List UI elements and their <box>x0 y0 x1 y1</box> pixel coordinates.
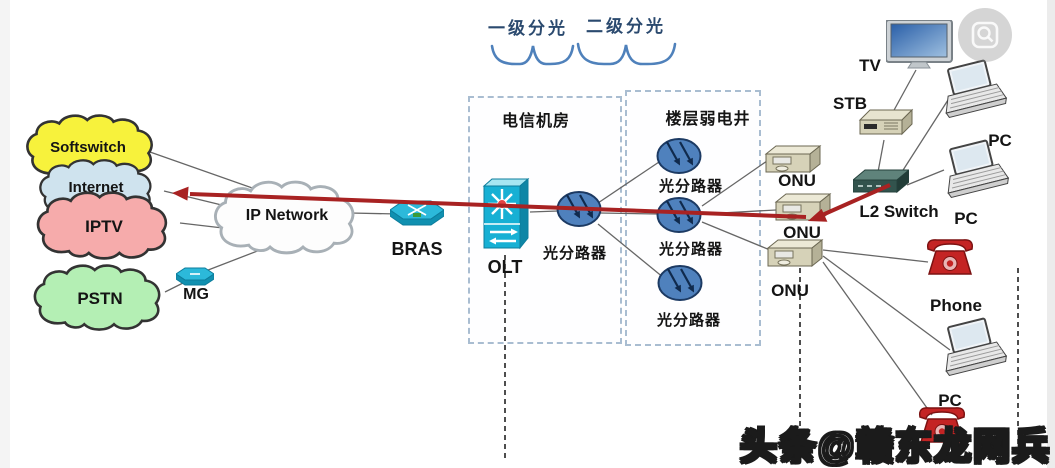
pc1-device <box>932 54 1015 130</box>
splitter-level2b <box>656 196 704 239</box>
level1-brace <box>490 44 575 66</box>
tv-icon <box>885 19 953 69</box>
onu3-device <box>766 238 824 273</box>
left-edge-strip <box>0 0 10 468</box>
internet-label: Internet <box>68 179 124 196</box>
splitter-level2a <box>656 137 704 180</box>
optical-splitter-icon <box>556 191 602 227</box>
olt-icon <box>482 177 530 250</box>
pc3-device <box>932 312 1015 388</box>
stb-icon <box>858 108 914 136</box>
onu3-label: ONU <box>771 281 809 300</box>
optical-splitter-icon <box>656 138 702 174</box>
level2-brace <box>576 42 677 66</box>
tv-device <box>885 19 956 77</box>
splitter-level2c-label: 光分路器 <box>656 312 722 329</box>
laptop-icon <box>947 139 1010 199</box>
phone-icon <box>926 239 974 275</box>
l2-switch-device <box>851 168 911 203</box>
stb-label: STB <box>833 94 867 113</box>
splitter-level2b-label: 光分路器 <box>658 241 724 258</box>
pstn-cloud <box>25 263 175 338</box>
toutiao-watermark: 头条@赣东龙网兵 <box>739 425 1052 468</box>
image-preview-button[interactable] <box>958 8 1012 62</box>
l2-switch-icon <box>851 168 911 194</box>
pc1-label: PC <box>988 131 1012 150</box>
cloud-shape <box>33 264 161 331</box>
laptop-icon <box>945 59 1008 119</box>
onu1-device <box>764 144 822 179</box>
tv-label: TV <box>859 56 881 75</box>
onu-icon <box>764 144 822 174</box>
bras-label: BRAS <box>391 239 443 259</box>
pc3-label: PC <box>938 391 962 410</box>
phone1-device <box>924 236 976 283</box>
splitter-level2c <box>657 264 705 307</box>
onu2-label: ONU <box>783 223 821 242</box>
onu-icon <box>766 238 824 268</box>
bras-router <box>389 196 445 233</box>
pc2-label: PC <box>954 209 978 228</box>
pc2-device <box>934 134 1017 210</box>
bras-router-icon <box>389 200 445 226</box>
l2-switch-label: L2 Switch <box>859 202 939 221</box>
phone1-label: Phone <box>930 296 982 315</box>
level2-split-label: 二级分光 <box>586 17 666 36</box>
iptv-label: IPTV <box>85 217 123 236</box>
floor-well-label: 楼层弱电井 <box>665 111 751 128</box>
telecom-room-label: 电信机房 <box>501 113 571 130</box>
magnifier-icon <box>971 21 999 49</box>
pstn-label: PSTN <box>77 289 123 308</box>
onu1-label: ONU <box>778 171 816 190</box>
cloud-shape <box>36 191 168 260</box>
phone-icon <box>918 407 966 443</box>
right-edge-strip <box>1047 0 1055 468</box>
splitter-level1-label: 光分路器 <box>542 245 608 262</box>
splitter-level2a-label: 光分路器 <box>658 178 724 195</box>
optical-splitter-icon <box>656 197 702 233</box>
laptop-icon <box>945 317 1008 377</box>
optical-splitter-icon <box>657 265 703 301</box>
splitter-level1 <box>556 190 604 233</box>
phone2-device <box>916 404 966 449</box>
onu-icon <box>774 192 832 222</box>
olt-label: OLT <box>487 257 523 277</box>
ip-network-label: IP Network <box>245 207 329 224</box>
continuation-dashed-lines <box>504 255 1019 460</box>
level1-split-label: 一级分光 <box>488 19 568 38</box>
stb-device <box>858 108 914 145</box>
softswitch-label: Softswitch <box>50 139 126 156</box>
mg-label: MG <box>183 286 209 303</box>
onu2-device <box>774 192 832 227</box>
mg-switch-icon <box>175 267 215 286</box>
iptv-cloud <box>30 190 180 267</box>
olt-device <box>482 177 530 257</box>
